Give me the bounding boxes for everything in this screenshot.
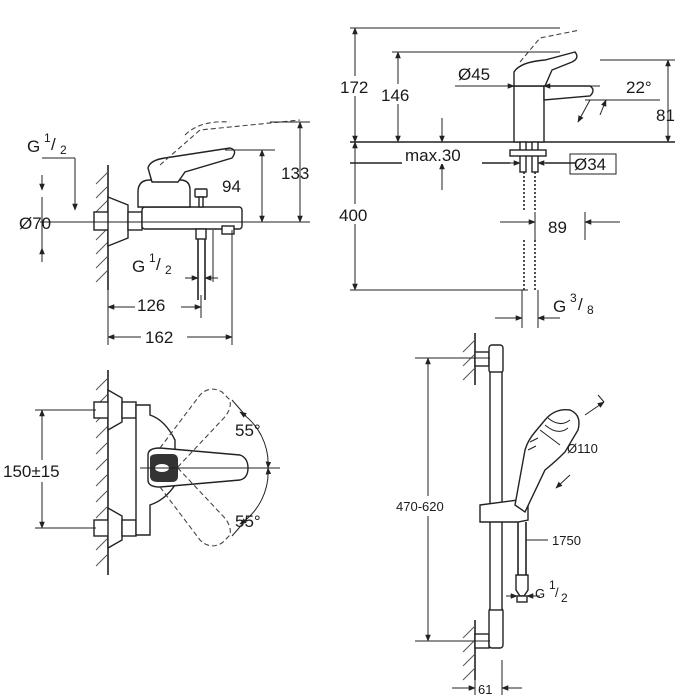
thread-offset-dim: 89	[500, 212, 620, 240]
inlet-thread-dim: G 1 / 2	[27, 131, 78, 211]
basin-mixer-body	[509, 29, 594, 290]
projection-total-label: 162	[145, 328, 173, 347]
svg-text:/: /	[51, 135, 56, 154]
inlet-thread-label: G	[27, 137, 40, 156]
rosette-diameter-label: Ø70	[19, 214, 51, 233]
hose-thread-den: 2	[561, 591, 568, 605]
mixer-body	[137, 119, 301, 300]
spout-diameter-label: Ø45	[458, 65, 490, 84]
hose-thread-label: G	[535, 586, 545, 601]
hand-shower	[514, 409, 580, 514]
basin-height-total-label: 172	[340, 78, 368, 97]
hose-length-dim: 1750	[526, 533, 581, 548]
wall-offset-label: 61	[478, 682, 492, 697]
svg-text:/: /	[156, 255, 161, 274]
basin-height-spout-label: 146	[381, 86, 409, 105]
height-total-label: 133	[281, 164, 309, 183]
head-diameter-dim: Ø110	[555, 394, 605, 489]
outlet-thread-label: G	[132, 257, 145, 276]
basin-mixer-side-view: 172 146 Ø45 22° 81 max.30	[336, 27, 675, 328]
shower-hose	[515, 522, 529, 603]
hose-length-label: 400	[339, 206, 367, 225]
reach-label: 81	[656, 106, 675, 125]
connection-thread-den: 8	[587, 303, 594, 317]
wall-offset-dim: 61	[452, 660, 522, 697]
height-body-label: 94	[222, 177, 241, 196]
angle-down-label: 55°	[235, 512, 261, 531]
connection-thread-num: 3	[570, 291, 577, 305]
hose-thread-dim: G 1 / 2	[506, 578, 568, 605]
outlet-thread-num: 1	[149, 251, 156, 265]
centres-dim: 150±15	[2, 409, 96, 529]
shower-wall	[462, 333, 476, 681]
height-dims: 133 94	[222, 121, 310, 223]
head-diameter-label: Ø110	[567, 441, 598, 456]
centres-label: 150±15	[3, 462, 60, 481]
hole-diameter-label: Ø34	[574, 155, 606, 174]
svg-text:/: /	[555, 585, 559, 600]
lever-angle-label: 22°	[626, 78, 652, 97]
inlet-thread-den: 2	[60, 143, 67, 157]
connection-thread-label: G	[553, 297, 566, 316]
reach-dim: 81	[600, 59, 675, 143]
bath-mixer-side-view: G 1 / 2 Ø70 133 94 G 1 /	[19, 119, 310, 347]
lever-angle-arcs: 55° 55°	[231, 399, 272, 537]
inlet-thread-num: 1	[44, 131, 51, 145]
svg-text:/: /	[578, 295, 583, 314]
bath-mixer-front-view: 150±15 55° 55°	[2, 370, 280, 575]
max-deck-label: max.30	[405, 146, 461, 165]
thread-offset-label: 89	[548, 218, 567, 237]
hose-length-label: 1750	[552, 533, 581, 548]
deck-thickness-dim: max.30	[402, 118, 482, 190]
rail-range-dim: 470-620	[392, 357, 490, 642]
hole-diameter-dim: Ø34	[498, 153, 617, 175]
basin-height-dims: 172 146	[336, 27, 560, 143]
hose-length-dim: 400	[336, 141, 528, 291]
outlet-thread-dim: G 1 / 2	[132, 230, 233, 282]
connection-thread-dim: G 3 / 8	[495, 290, 594, 328]
rail-range-label: 470-620	[396, 499, 444, 514]
front-connectors	[93, 388, 137, 550]
front-wall-hatch	[95, 370, 109, 575]
spout-diameter-dim: Ø45	[455, 65, 600, 89]
front-mixer-body	[135, 388, 249, 547]
lever-angle-dim: 22°	[577, 78, 660, 123]
projection-outlet-label: 126	[137, 296, 165, 315]
rail-brackets	[474, 344, 504, 649]
hose-thread-num: 1	[549, 578, 556, 592]
projection-dims: 126 162	[107, 282, 233, 347]
outlet-thread-den: 2	[165, 263, 172, 277]
angle-up-label: 55°	[235, 421, 261, 440]
shower-rail	[489, 371, 503, 611]
rosette-diameter-dim: Ø70	[19, 197, 51, 262]
shower-set-view: 470-620 Ø110 1750 G 1 / 2 61	[392, 333, 605, 697]
